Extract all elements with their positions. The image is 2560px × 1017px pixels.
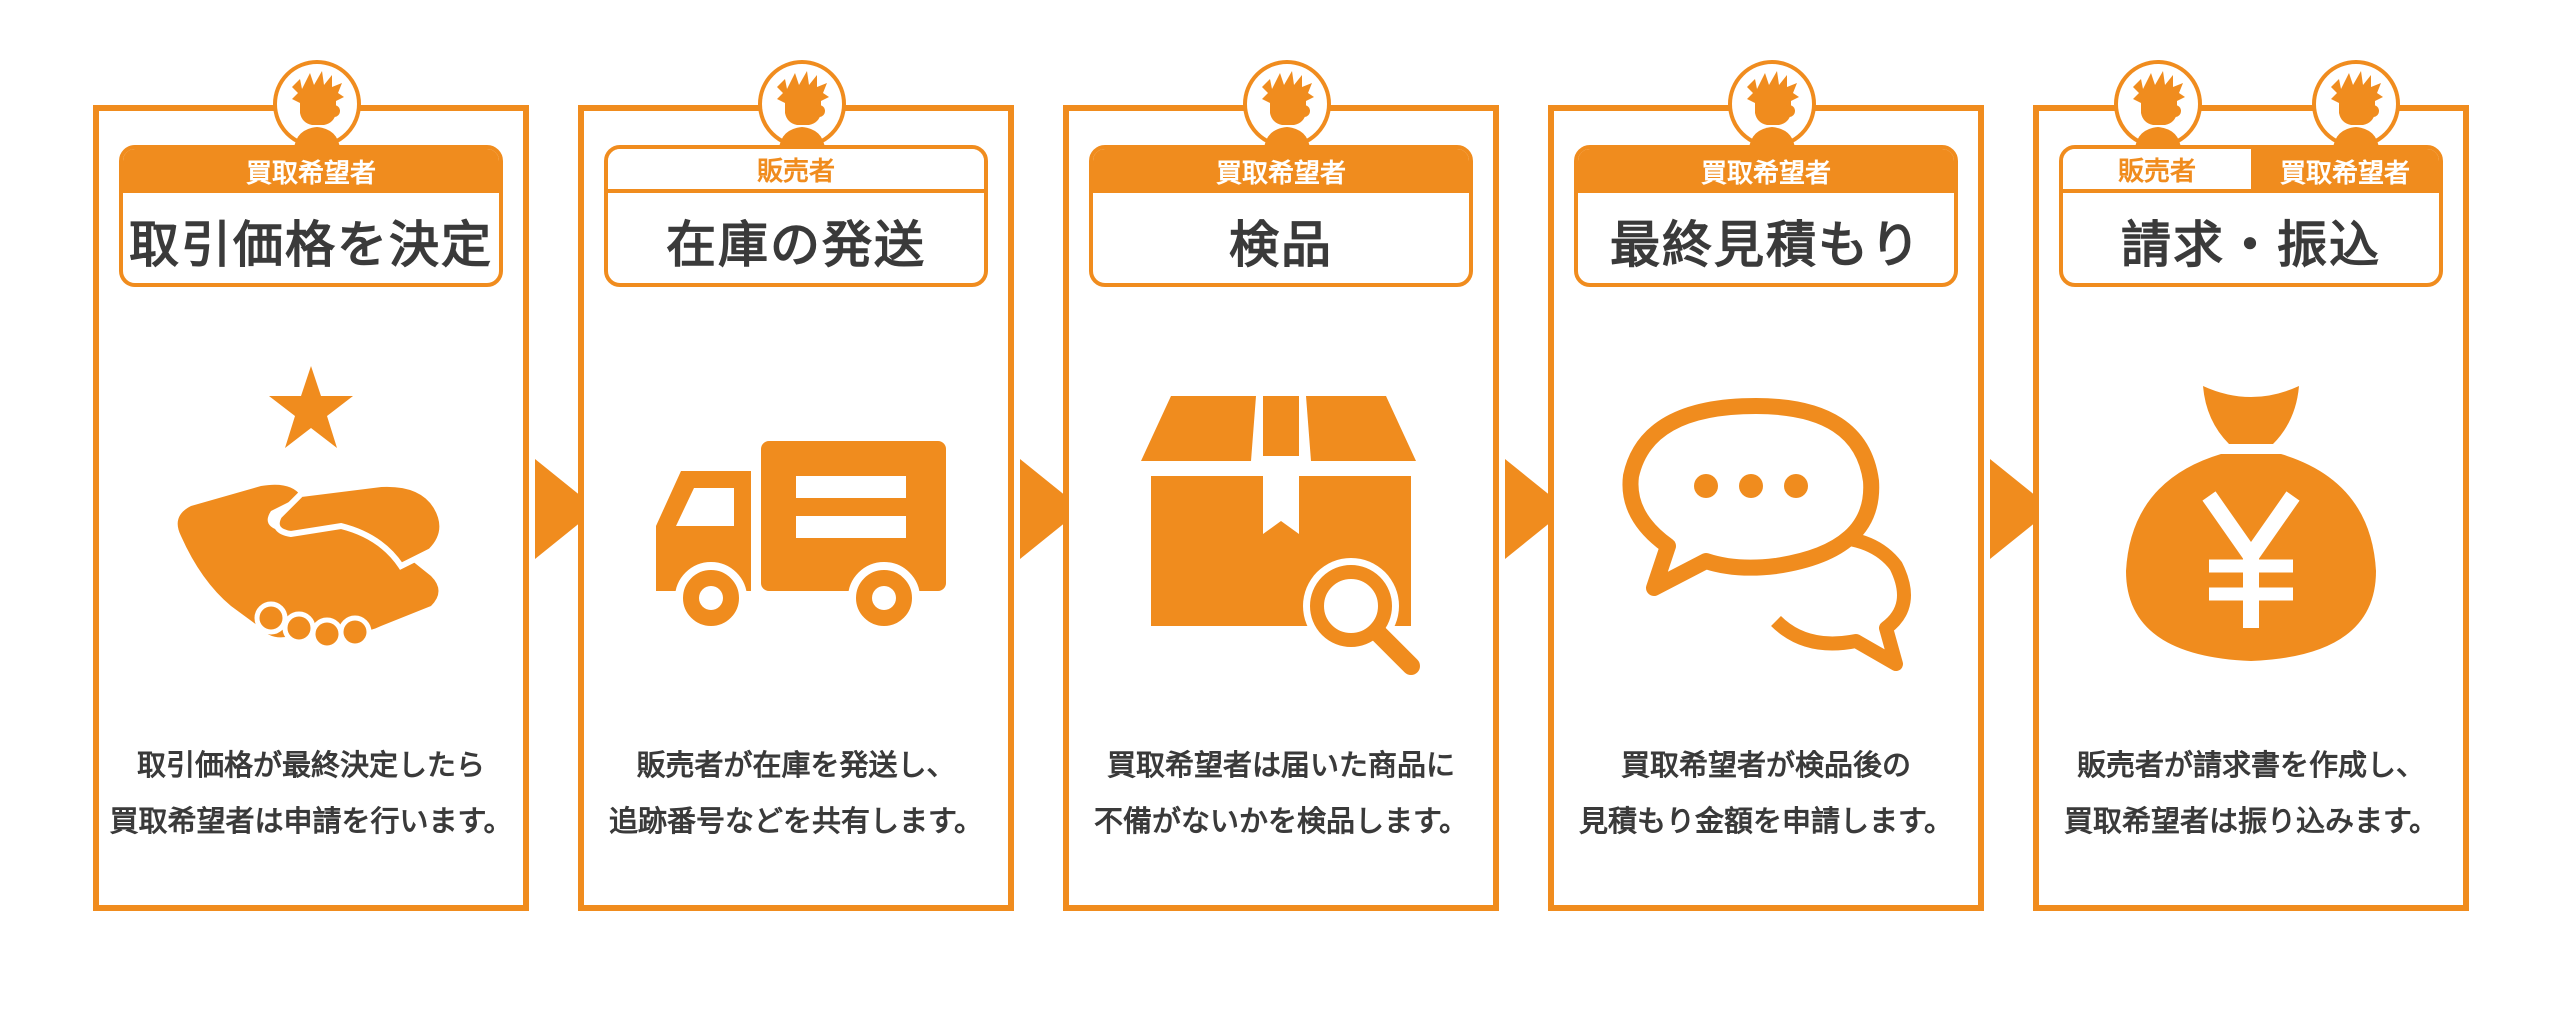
desc-line: 追跡番号などを共有します。 xyxy=(608,804,984,838)
role-badge-buyer: 買取希望者 xyxy=(2251,149,2439,193)
step-label-box: 買取希望者 取引価格を決定 xyxy=(119,145,503,287)
handshake-star-icon xyxy=(151,366,471,696)
seller-avatar-icon xyxy=(2113,59,2203,149)
desc-line: 見積もり金額を申請します。 xyxy=(1578,804,1954,838)
buyer-avatar-icon xyxy=(2311,59,2401,149)
step-label-box: 販売者 在庫の発送 xyxy=(604,145,988,287)
buyer-avatar-icon xyxy=(272,59,362,149)
step-description: 買取希望者が検品後の 見積もり金額を申請します。 xyxy=(1554,737,1978,849)
step-title: 請求・振込 xyxy=(2121,216,2381,274)
desc-line: 不備がないかを検品します。 xyxy=(1093,804,1469,838)
role-bar: 買取希望者 xyxy=(123,149,499,193)
desc-line: 買取希望者は申請を行います。 xyxy=(109,804,513,838)
step-card-1: 買取希望者 取引価格を決定 取引価格が最終決定したら 買取希望者は申請を行います… xyxy=(93,105,529,911)
desc-line: 買取希望者が検品後の xyxy=(1620,748,1911,782)
desc-line: 買取希望者は振り込みます。 xyxy=(2063,804,2439,838)
role-bar: 買取希望者 xyxy=(1093,149,1469,193)
yen-money-bag-icon xyxy=(2091,366,2411,696)
role-badge-seller: 販売者 xyxy=(2063,149,2251,193)
desc-line: 販売者が請求書を作成し、 xyxy=(2076,748,2425,782)
box-search-icon xyxy=(1121,366,1441,696)
step-label-box: 販売者 買取希望者 請求・振込 xyxy=(2059,145,2443,287)
desc-line: 販売者が在庫を発送し、 xyxy=(636,748,956,782)
step-card-4: 買取希望者 最終見積もり 買取希望者が検品後の 見積もり金額を申請します。 xyxy=(1548,105,1984,911)
role-badge-buyer: 買取希望者 xyxy=(1093,149,1469,193)
step-card-5: 販売者 買取希望者 請求・振込 販売者が請求書を作成し、 買取希望者は振り込みま… xyxy=(2033,105,2469,911)
step-label-box: 買取希望者 検品 xyxy=(1089,145,1473,287)
role-bar: 買取希望者 xyxy=(1578,149,1954,193)
step-description: 取引価格が最終決定したら 買取希望者は申請を行います。 xyxy=(99,737,523,849)
step-card-3: 買取希望者 検品 買取希望者は届いた商品に 不備がないかを検品します。 xyxy=(1063,105,1499,911)
speech-bubbles-icon xyxy=(1606,366,1926,696)
step-title: 取引価格を決定 xyxy=(129,216,493,274)
step-description: 販売者が在庫を発送し、 追跡番号などを共有します。 xyxy=(584,737,1008,849)
buyer-avatar-icon xyxy=(1242,59,1332,149)
desc-line: 取引価格が最終決定したら xyxy=(136,748,485,782)
seller-avatar-icon xyxy=(757,59,847,149)
buyer-avatar-icon xyxy=(1727,59,1817,149)
role-badge-buyer: 買取希望者 xyxy=(1578,149,1954,193)
role-bar: 販売者 買取希望者 xyxy=(2063,149,2439,193)
step-description: 販売者が請求書を作成し、 買取希望者は振り込みます。 xyxy=(2039,737,2463,849)
step-title: 検品 xyxy=(1229,216,1333,274)
step-title: 最終見積もり xyxy=(1610,216,1922,274)
truck-icon xyxy=(636,366,956,696)
role-badge-buyer: 買取希望者 xyxy=(123,149,499,193)
role-bar: 販売者 xyxy=(608,149,984,193)
step-label-box: 買取希望者 最終見積もり xyxy=(1574,145,1958,287)
step-description: 買取希望者は届いた商品に 不備がないかを検品します。 xyxy=(1069,737,1493,849)
desc-line: 買取希望者は届いた商品に xyxy=(1106,748,1455,782)
role-badge-seller: 販売者 xyxy=(608,149,984,193)
step-card-2: 販売者 在庫の発送 販売者が在庫を発送し、 追跡番号などを共有します。 xyxy=(578,105,1014,911)
step-title: 在庫の発送 xyxy=(666,216,926,274)
